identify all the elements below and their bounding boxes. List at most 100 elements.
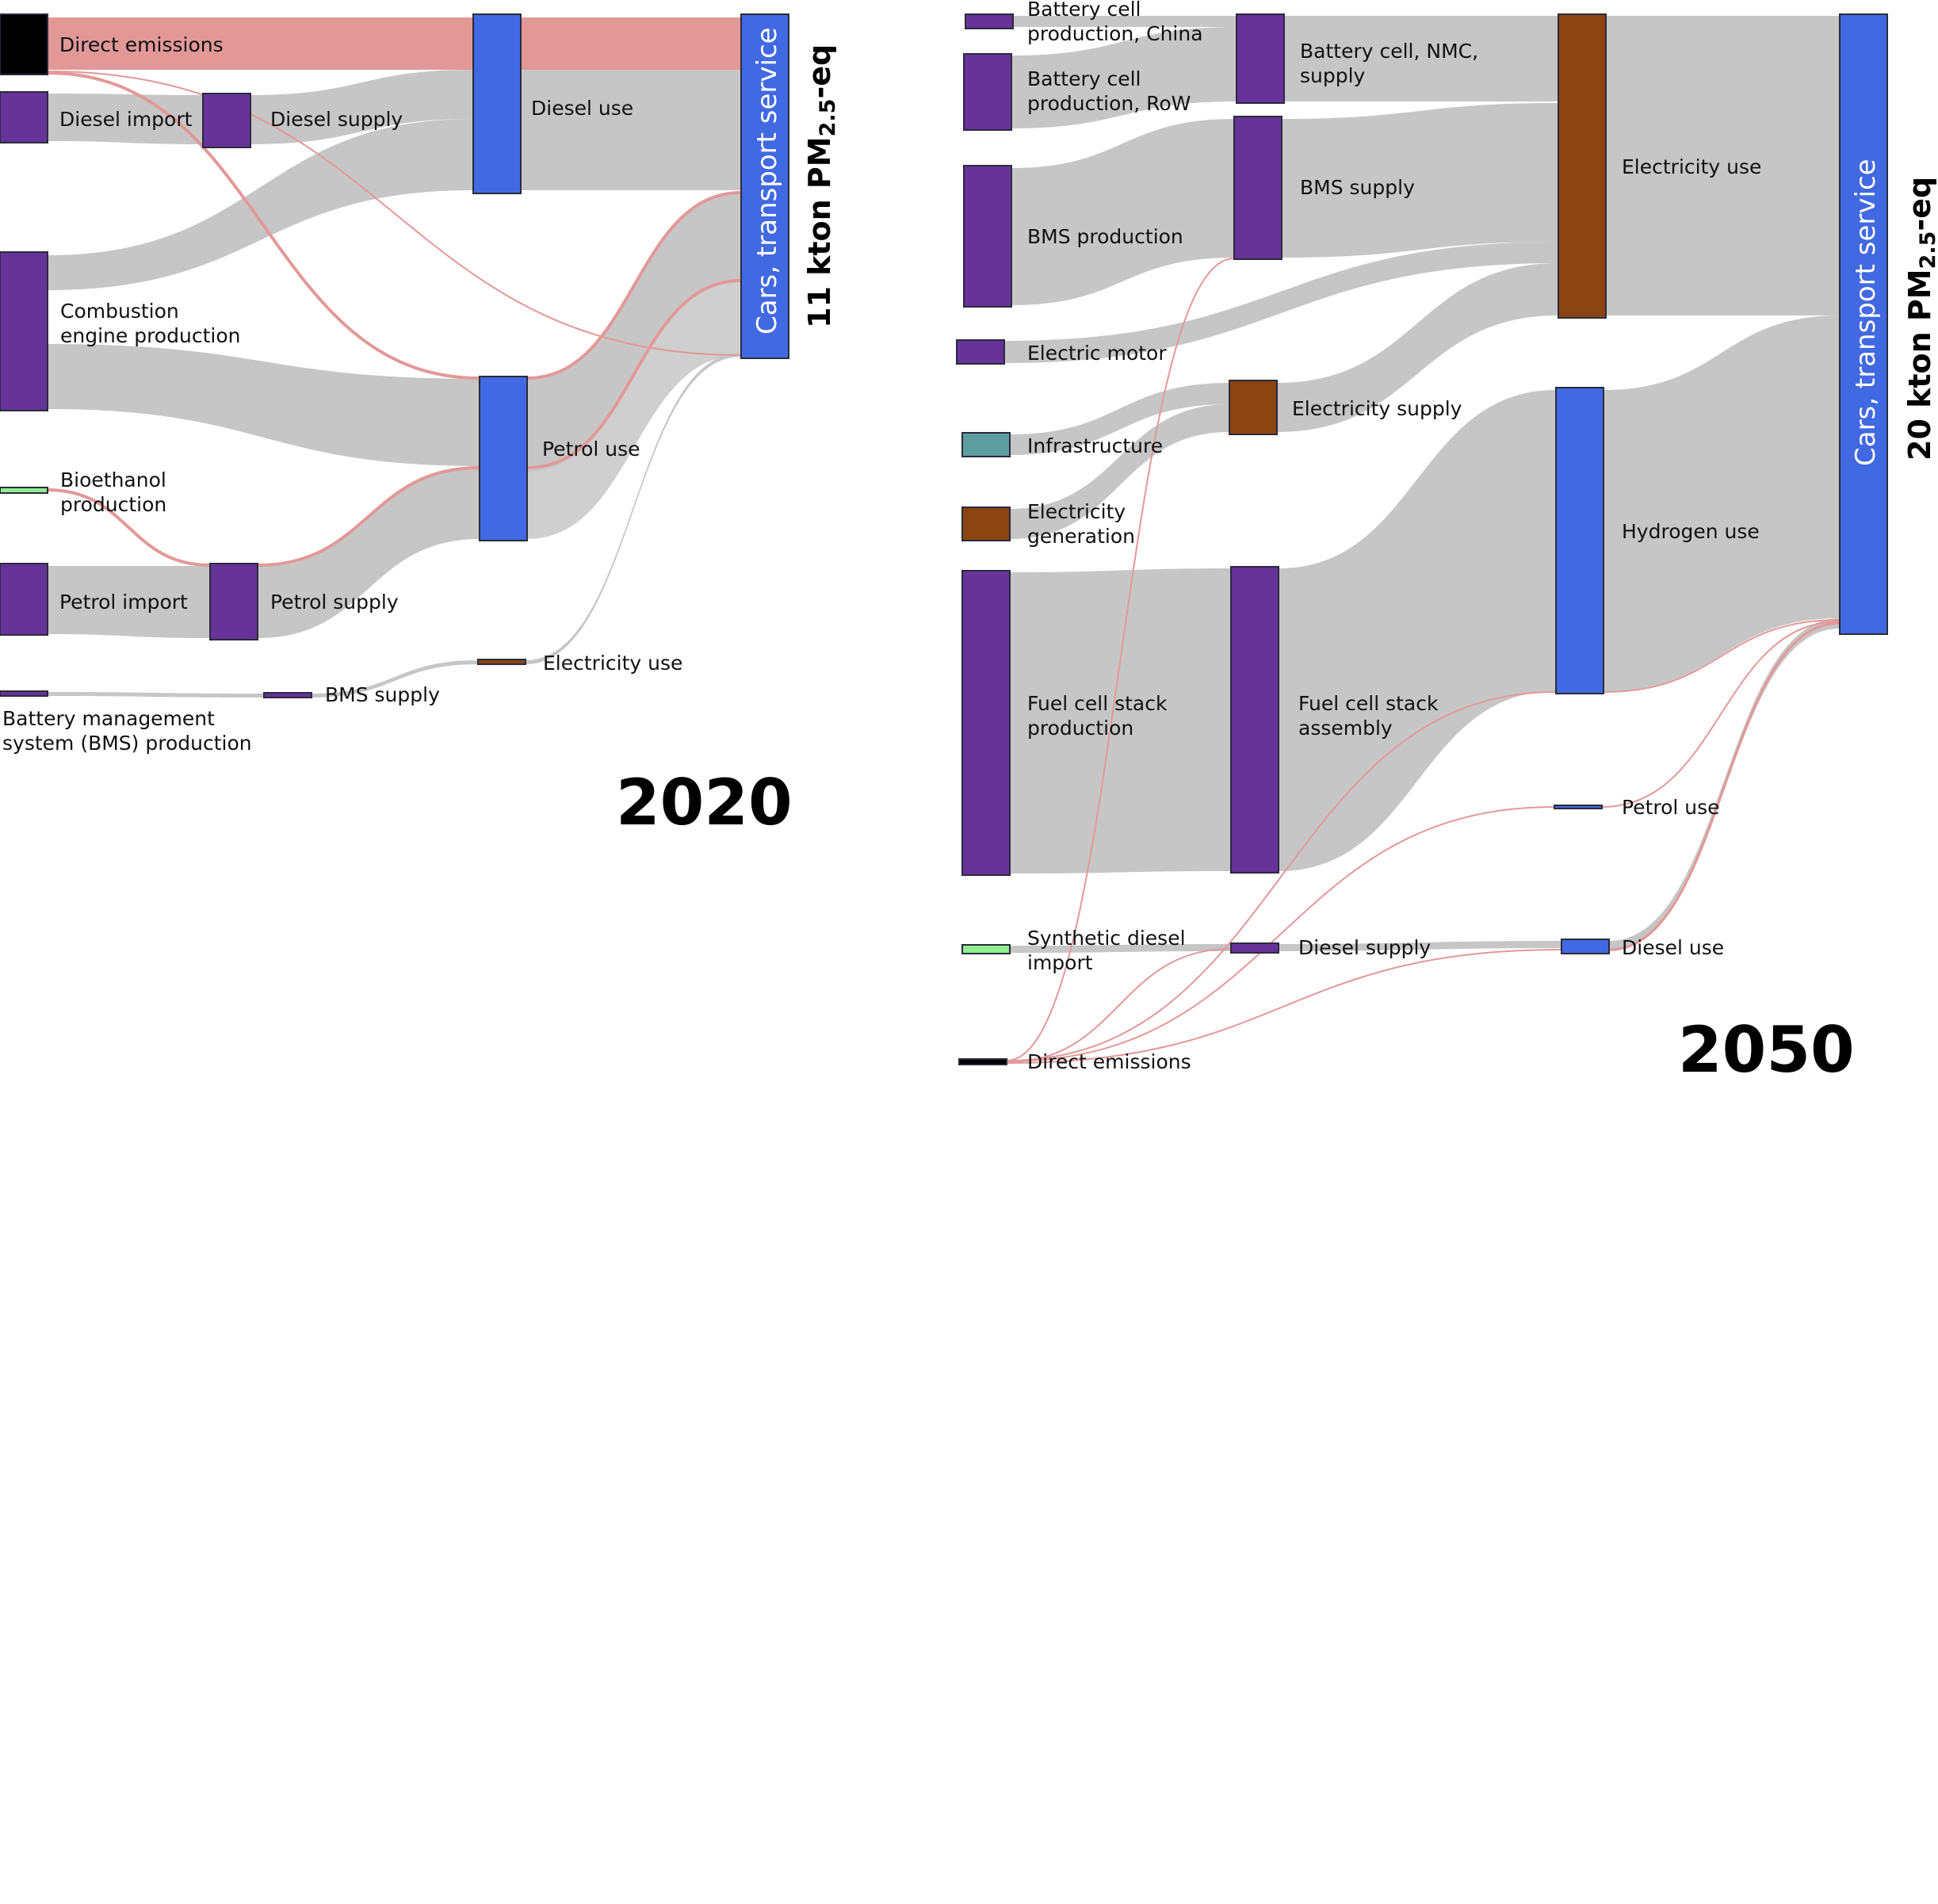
label-2020-bms-production-line2: system (BMS) production <box>2 732 252 755</box>
label-2020-electricity-use: Electricity use <box>543 652 682 675</box>
line-2020-emissions-puse <box>47 71 480 380</box>
node-2050-bc-nmc <box>1236 13 1285 104</box>
node-2020-petrol-use <box>479 376 528 541</box>
node-2020-diesel-supply <box>202 93 251 148</box>
label-2050-electricity-generation-line1: Electricity <box>1027 500 1126 523</box>
line-2050-emissions-duse <box>1006 949 1562 1064</box>
label-2050-electric-motor: Electric motor <box>1027 342 1167 365</box>
link-2050-nmc-euse <box>1284 16 1558 101</box>
link-2020-bmssupply-euse <box>312 660 478 698</box>
year-2020: 2020 <box>616 766 793 839</box>
label-2050-fcs-assembly-line1: Fuel cell stack <box>1298 692 1439 715</box>
node-2020-petrol-supply <box>209 563 258 640</box>
flow-links <box>47 16 1841 1064</box>
line-2050-emissions-h2use <box>1006 691 1557 1061</box>
link-2050-egen-esupply <box>1010 404 1229 539</box>
label-2020-bioethanol-line2: production <box>60 493 166 516</box>
label-2050-synthetic-diesel-line1: Synthetic diesel <box>1027 927 1186 950</box>
label-2050-synthetic-diesel-line2: import <box>1027 951 1093 974</box>
line-2050-emissions-dsupply <box>1006 948 1232 1063</box>
node-2050-electricity-use <box>1558 13 1607 319</box>
link-2050-synth-dsupply <box>1010 944 1231 953</box>
label-2050-bc-nmc-line1: Battery cell, NMC, <box>1300 40 1478 63</box>
node-2050-infrastructure <box>961 432 1011 457</box>
node-2050-electric-motor <box>956 339 1005 365</box>
label-2020-diesel-supply: Diesel supply <box>270 108 403 131</box>
line-2020-psupply-puse <box>257 466 480 567</box>
label-2020-petrol-use: Petrol use <box>542 438 640 461</box>
link-2050-dsupply-duse <box>1279 941 1561 951</box>
line-2020-puse-sink-b <box>526 279 742 469</box>
label-2050-fcs-production-line1: Fuel cell stack <box>1027 692 1168 715</box>
line-2050-duse-sink <box>1608 621 1841 951</box>
label-2050-hydrogen-use: Hydrogen use <box>1622 520 1760 543</box>
link-2020-dsupply-duse <box>250 70 473 144</box>
link-2050-infra-esupply <box>1010 383 1229 455</box>
line-2050-emissions-bmssupply <box>1006 258 1235 1061</box>
link-2050-fcsprod-fcsasm <box>1010 568 1231 874</box>
node-2050-electricity-supply <box>1229 380 1278 435</box>
link-2050-esupply-euse <box>1277 263 1558 432</box>
link-2020-pimport-psupply <box>48 566 210 638</box>
total-2050: 20 kton PM2.5-eq <box>1902 177 1938 461</box>
line-2050-emissions-puse <box>1006 806 1555 1062</box>
link-2050-bcchina-nmc <box>1013 16 1237 27</box>
label-2020-bms-supply: BMS supply <box>325 683 440 706</box>
link-2020-euse-sink <box>526 353 741 664</box>
link-2020-combustion-puse <box>48 344 480 466</box>
node-2050-direct-emissions <box>958 1058 1007 1065</box>
node-2020-diesel-import <box>0 91 48 143</box>
label-2050-diesel-use: Diesel use <box>1622 936 1724 959</box>
label-2020-petrol-import: Petrol import <box>59 591 188 614</box>
label-2050-direct-emissions: Direct emissions <box>1027 1050 1191 1073</box>
link-2050-bcrow-nmc <box>1011 27 1237 128</box>
link-2020-duse-sink <box>521 70 741 190</box>
node-2050-hydrogen-use <box>1555 387 1604 694</box>
label-2050-bc-row-line1: Battery cell <box>1027 67 1141 90</box>
node-2050-diesel-use <box>1561 939 1610 954</box>
line-2050-puse-sink <box>1601 621 1841 808</box>
node-2020-petrol-import <box>0 563 48 636</box>
node-2050-diesel-supply <box>1230 942 1279 954</box>
node-2020-bms-supply <box>263 692 312 698</box>
node-bars <box>0 13 1888 1065</box>
label-2020-petrol-supply: Petrol supply <box>270 591 399 614</box>
link-2020-emissions-sink <box>48 17 741 70</box>
node-2050-bc-china <box>965 13 1014 29</box>
label-2020-diesel-import: Diesel import <box>59 108 193 131</box>
node-2050-bms-supply <box>1233 116 1282 260</box>
node-2020-electricity-use <box>477 659 526 665</box>
node-2050-electricity-generation <box>961 507 1011 541</box>
label-2020-sink: Cars, transport service <box>751 27 783 335</box>
node-2050-petrol-use <box>1554 805 1603 809</box>
label-2050-electricity-generation-line2: generation <box>1027 525 1135 548</box>
node-2050-fcs-production <box>961 570 1011 876</box>
panel-2050-labels: Battery cell production, China Battery c… <box>1027 0 1938 1087</box>
label-2050-bc-nmc-line2: supply <box>1300 64 1366 87</box>
node-2020-combustion-engine-production <box>0 251 48 411</box>
node-2050-bms-production <box>963 165 1012 308</box>
line-2020-emissions-sink <box>47 71 742 356</box>
link-2050-bmsprod-bmssupply <box>1011 119 1234 305</box>
link-2050-motor-euse <box>1004 242 1558 363</box>
label-2050-diesel-supply: Diesel supply <box>1298 936 1431 959</box>
label-2020-combustion-line1: Combustion <box>60 300 179 323</box>
label-2050-electricity-supply: Electricity supply <box>1292 397 1462 420</box>
label-2020-direct-emissions: Direct emissions <box>59 33 224 56</box>
link-2020-combustion-duse <box>48 119 473 290</box>
label-2020-bioethanol-line1: Bioethanol <box>60 468 166 491</box>
node-2050-synthetic-diesel-import <box>961 944 1011 954</box>
label-2050-fcs-production-line2: production <box>1027 717 1133 740</box>
link-2050-h2use-sink <box>1604 315 1840 691</box>
label-2020-diesel-use: Diesel use <box>531 97 633 120</box>
label-2050-bms-supply: BMS supply <box>1300 176 1415 199</box>
label-2050-infrastructure: Infrastructure <box>1027 434 1163 457</box>
total-2020: 11 kton PM2.5-eq <box>802 44 840 328</box>
line-2020-bio-psupply <box>47 488 211 567</box>
node-2050-fcs-assembly <box>1230 566 1279 874</box>
label-2050-sink: Cars, transport service <box>1850 159 1882 466</box>
line-2020-puse-sink-a <box>526 191 742 380</box>
node-2020-bms-production <box>0 690 48 697</box>
link-2020-puse-sink-a <box>527 193 741 472</box>
